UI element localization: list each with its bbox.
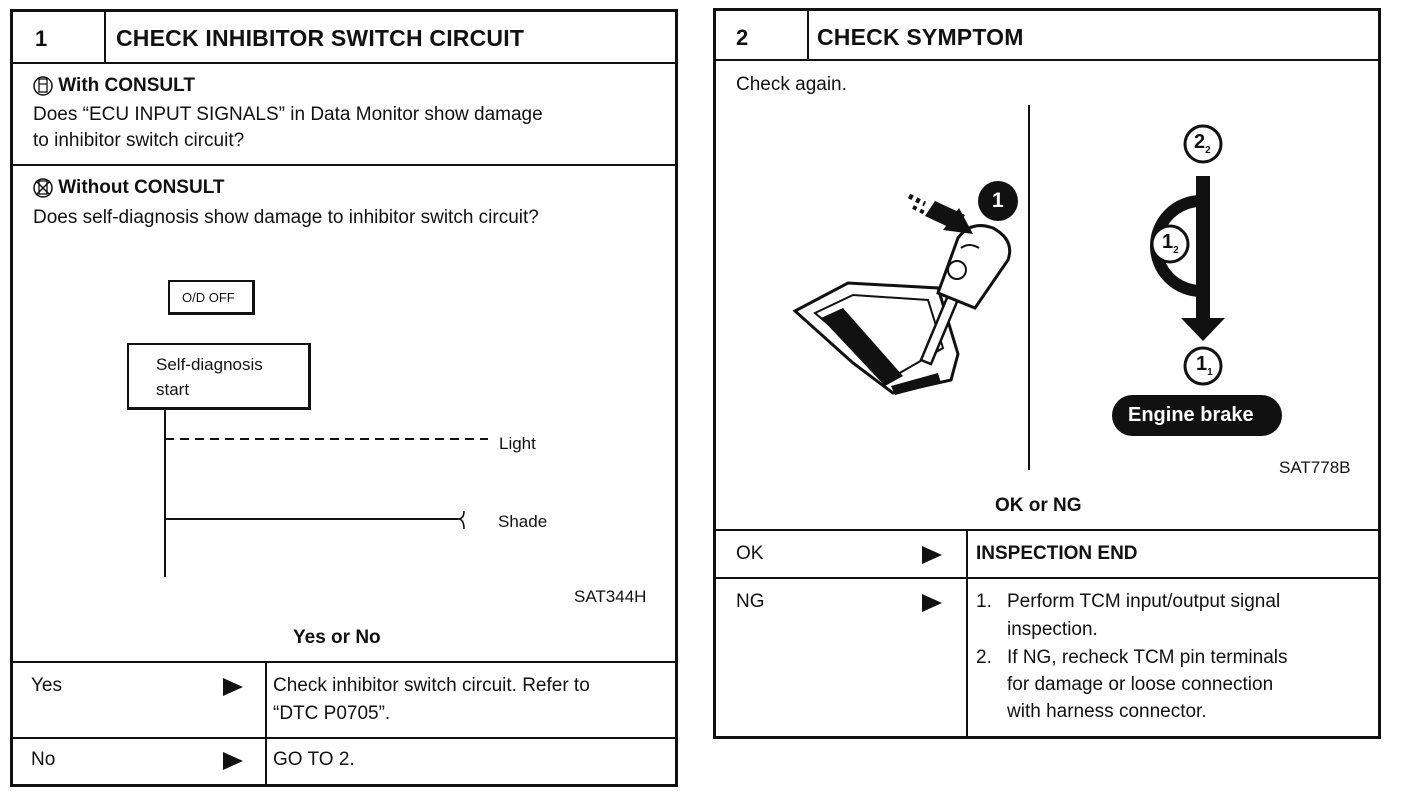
marker-main: 2 <box>1194 131 1206 153</box>
step1-title: CHECK INHIBITOR SWITCH CIRCUIT <box>116 25 525 51</box>
figure-ref: SAT778B <box>1279 458 1351 477</box>
od-off-indicator: O/D OFF <box>168 280 255 315</box>
step2-panel: 2 CHECK SYMPTOM Check again. <box>713 8 1381 739</box>
self-diagnosis-start-box: Self-diagnosis start <box>127 343 311 410</box>
result-no: GO TO 2. <box>273 749 355 770</box>
without-consult-label: Without CONSULT <box>58 177 225 199</box>
od-off-label: O/D OFF <box>182 290 235 305</box>
step1-number: 1 <box>35 26 48 51</box>
start-line1: Self-diagnosis <box>156 355 263 374</box>
consult-icon <box>33 76 53 96</box>
ng-item-1-line1: Perform TCM input/output signal <box>1007 591 1281 612</box>
no-consult-icon <box>33 178 53 198</box>
without-consult-heading: Without CONSULT <box>33 177 225 199</box>
header-divider <box>104 12 106 62</box>
ng-item-2-line2: for damage or loose connection <box>1007 674 1274 695</box>
ng-item-1-line2: inspection. <box>1007 619 1098 640</box>
rule <box>13 737 675 739</box>
question-label: OK or NG <box>995 495 1082 516</box>
arrow-right-icon <box>922 594 942 612</box>
rule <box>716 529 1378 531</box>
with-consult-label: With CONSULT <box>58 75 195 97</box>
rule <box>13 62 675 64</box>
answer-divider <box>966 529 968 739</box>
ng-item-1-num: 1. <box>976 591 992 612</box>
marker-sub: 2 <box>1173 245 1179 256</box>
answer-ok: OK <box>736 543 764 564</box>
result-yes-line1: Check inhibitor switch circuit. Refer to <box>273 675 590 696</box>
answer-divider <box>265 661 267 787</box>
result-yes-line2: “DTC P0705”. <box>273 703 391 724</box>
marker-main: 1 <box>1196 353 1208 375</box>
step2-title: CHECK SYMPTOM <box>817 24 1024 50</box>
ng-item-2-line1: If NG, recheck TCM pin terminals <box>1007 647 1288 668</box>
result-ok: INSPECTION END <box>976 543 1138 564</box>
step2-number: 2 <box>736 25 749 50</box>
shift-lever-figure <box>792 105 1225 470</box>
header-divider <box>807 11 809 59</box>
arrow-right-icon <box>223 752 243 770</box>
step1-panel: 1 CHECK INHIBITOR SWITCH CIRCUIT With CO… <box>10 9 678 787</box>
with-consult-line1: Does “ECU INPUT SIGNALS” in Data Monitor… <box>33 104 543 125</box>
marker-1-2: 12 <box>1162 231 1179 256</box>
answer-no: No <box>31 749 56 770</box>
ng-item-2-num: 2. <box>976 647 992 668</box>
marker-sub: 2 <box>1205 145 1211 156</box>
question-label: Yes or No <box>293 627 381 648</box>
marker-1-1: 11 <box>1196 353 1213 378</box>
shade-label: Shade <box>498 512 548 531</box>
without-consult-question: Does self-diagnosis show damage to inhib… <box>33 207 539 228</box>
ng-item-2-line3: with harness connector. <box>1007 701 1207 722</box>
rule <box>13 164 675 166</box>
arrow-right-icon <box>223 678 243 696</box>
with-consult-heading: With CONSULT <box>33 75 195 97</box>
arrow-right-icon <box>922 546 942 564</box>
rule <box>716 577 1378 579</box>
figure-ref: SAT344H <box>574 587 647 606</box>
marker-2-2: 22 <box>1194 131 1211 156</box>
instruction: Check again. <box>736 74 847 95</box>
timing-diagram <box>164 409 488 577</box>
start-line2: start <box>156 380 190 399</box>
answer-yes: Yes <box>31 675 62 696</box>
marker-1: 1 <box>992 189 1004 212</box>
marker-sub: 1 <box>1207 367 1213 378</box>
marker-main: 1 <box>1162 231 1174 253</box>
with-consult-line2: to inhibitor switch circuit? <box>33 130 245 151</box>
rule <box>716 59 1378 61</box>
engine-brake-badge: Engine brake <box>1112 395 1282 436</box>
engine-brake-label: Engine brake <box>1128 404 1254 426</box>
light-label: Light <box>499 434 536 453</box>
rule <box>13 661 675 663</box>
answer-ng: NG <box>736 591 765 612</box>
